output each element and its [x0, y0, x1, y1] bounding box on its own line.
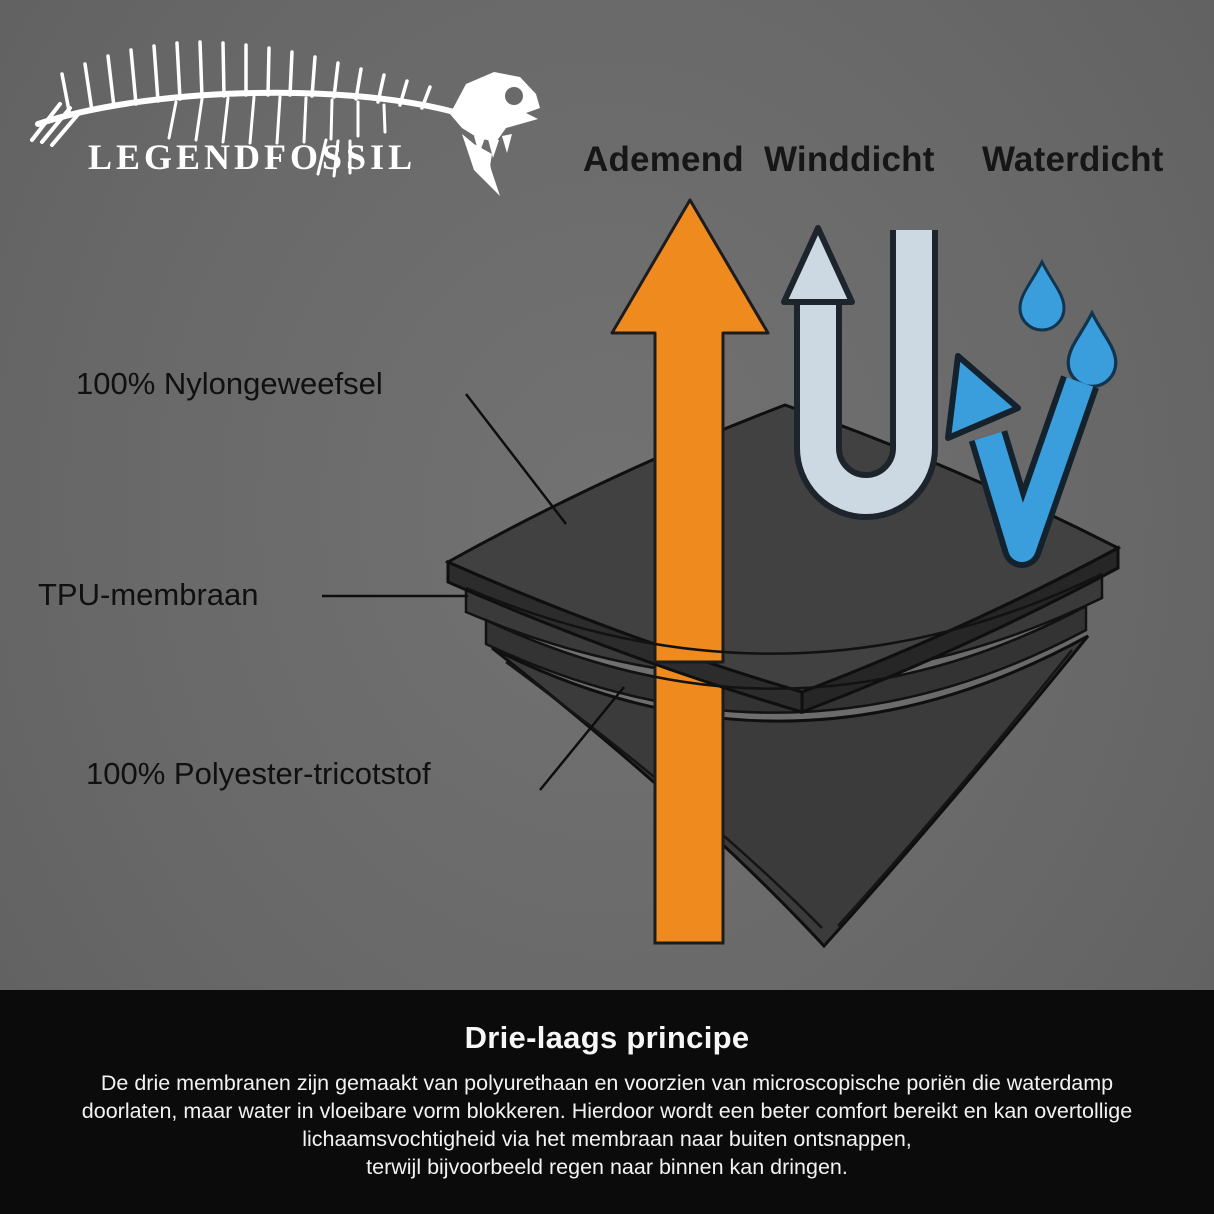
waterproof-bounce-arrow-icon: [945, 353, 1099, 568]
brand-name: LEGENDFOSSIL: [88, 137, 416, 177]
layer-front-edges: [465, 572, 1103, 690]
banner-title: Drie-laags principe: [464, 1020, 750, 1055]
label-winddicht: Winddicht: [764, 140, 935, 179]
windproof-u-arrow-icon: [781, 225, 938, 520]
label-tpu: TPU-membraan: [38, 577, 259, 612]
fish-skeleton-icon: [30, 40, 457, 178]
pointer-line-polyester: [539, 686, 625, 791]
legendfossil-logo: LEGENDFOSSIL: [30, 40, 540, 196]
banner-line: De drie membranen zijn gemaakt van polyu…: [100, 1071, 1114, 1095]
pointer-line-nylon: [465, 393, 567, 525]
label-waterdicht: Waterdicht: [982, 140, 1164, 179]
pointer-lines: [322, 393, 625, 791]
label-nylon: 100% Nylongeweefsel: [76, 366, 383, 401]
fish-skull-icon: [450, 72, 540, 196]
label-ademend: Ademend: [583, 140, 744, 179]
breathable-arrow-icon: [610, 198, 770, 664]
banner-line: lichaamsvochtigheid via het membraan naa…: [302, 1127, 912, 1151]
banner-description: De drie membranen zijn gemaakt van polyu…: [0, 1069, 1214, 1181]
bottom-banner: Drie-laags principe De drie membranen zi…: [0, 990, 1214, 1214]
rain-droplets-icon: [1018, 258, 1118, 388]
banner-line: doorlaten, maar water in vloeibare vorm …: [81, 1099, 1133, 1123]
layer-nylon: [444, 403, 1122, 715]
banner-line: terwijl bijvoorbeeld regen naar binnen k…: [366, 1155, 848, 1179]
label-polyester: 100% Polyester-tricotstof: [86, 756, 431, 791]
